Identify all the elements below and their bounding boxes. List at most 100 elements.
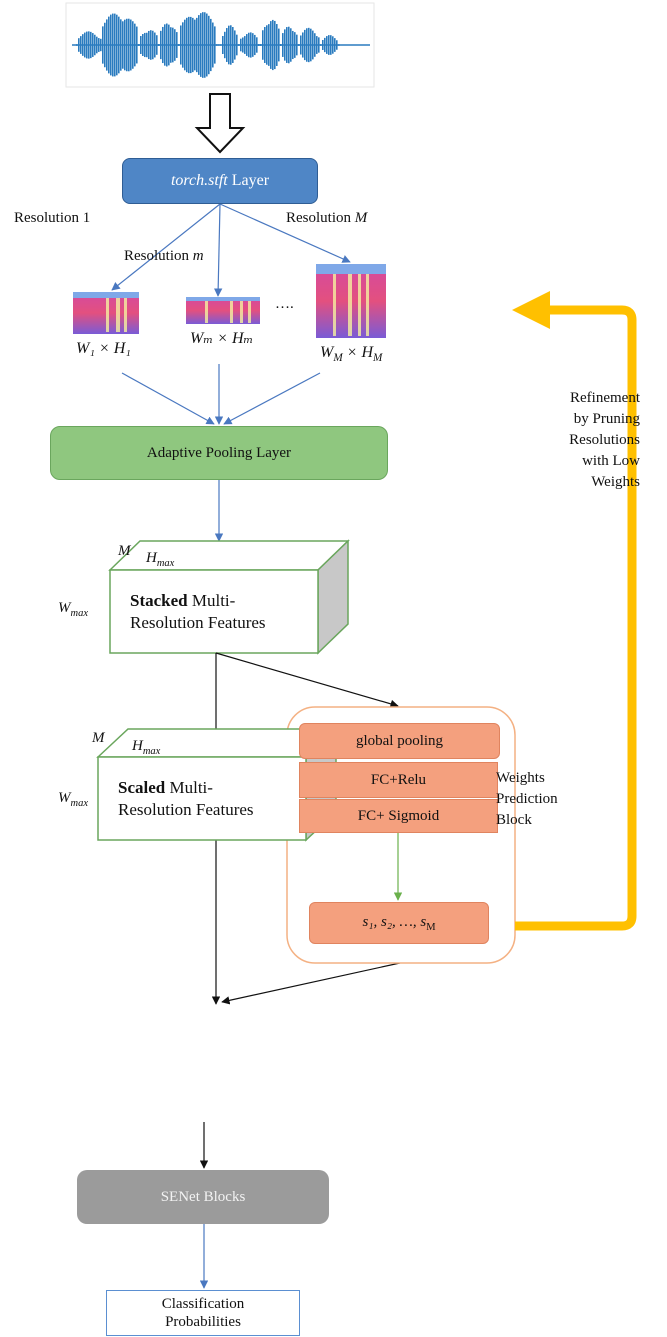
waveform-bar: [152, 30, 154, 60]
waveform-bar: [300, 35, 302, 55]
waveform-bar: [220, 44, 222, 46]
senet-blocks-box: SENet Blocks: [77, 1170, 329, 1224]
waveform-bar: [320, 44, 322, 46]
waveform-bar: [188, 16, 190, 74]
waveform-bar: [118, 16, 120, 74]
waveform-bar: [218, 44, 220, 46]
waveform-bar: [266, 25, 268, 65]
waveform-bar: [254, 34, 256, 56]
waveform-bar: [150, 30, 152, 60]
spectrogram-M-size-label: WM × HM: [320, 344, 383, 365]
waveform-bar: [128, 18, 130, 72]
waveform-bar: [122, 21, 124, 69]
waveform-bar: [200, 13, 202, 77]
waveform-bar: [328, 35, 330, 55]
waveform-bar: [252, 33, 254, 57]
waveform-bar: [290, 28, 292, 62]
waveform-bar: [140, 36, 142, 54]
waveform-bar: [224, 31, 226, 59]
waveform-bar: [206, 13, 208, 77]
waveform-bar: [184, 19, 186, 71]
waveform-bar: [302, 32, 304, 58]
waveform-bar: [216, 44, 218, 46]
waveform-bar: [174, 29, 176, 61]
waveform-bar: [196, 17, 198, 73]
waveform-bar: [292, 30, 294, 60]
waveform-bar: [84, 32, 86, 58]
waveform-bar: [86, 31, 88, 59]
fc-relu-box: FC+Relu: [299, 762, 498, 798]
pooling-input-arrows: [121, 364, 321, 542]
waveform-bar: [90, 31, 92, 59]
waveform-bar: [78, 38, 80, 52]
waveform-bar: [166, 23, 168, 67]
waveform-bar: [134, 23, 136, 67]
waveform-bar: [280, 44, 282, 46]
stft-layer-box: torch.stft Layer: [122, 158, 318, 204]
waveform-bar: [208, 15, 210, 75]
waveform-bar: [278, 28, 280, 62]
waveform-bar: [262, 30, 264, 60]
waveform-bar: [228, 25, 230, 65]
waveform-bar: [322, 40, 324, 50]
waveform-bar: [336, 40, 338, 50]
waveform-bar: [202, 12, 204, 78]
stacked-hmax-label: Hmax: [146, 550, 175, 569]
waveform-bar: [108, 16, 110, 74]
waveform-bar: [194, 19, 196, 71]
waveform-bar: [120, 19, 122, 71]
spectrogram-1: [73, 292, 139, 334]
stft-resolution-arrows: [111, 203, 351, 297]
waveform-bar: [240, 38, 242, 52]
global-pooling-box: global pooling: [299, 723, 500, 759]
waveform-bar: [234, 30, 236, 60]
scaled-wmax-label: Wmax: [58, 790, 88, 809]
waveform-bar: [192, 17, 194, 73]
waveform-bar: [96, 36, 98, 54]
waveform-bar: [94, 34, 96, 56]
waveform-bar: [136, 26, 138, 64]
waveform-bar: [198, 15, 200, 75]
waveform-bar: [114, 13, 116, 77]
waveform-bar: [272, 19, 274, 71]
waveform-bar: [132, 21, 134, 69]
waveform-bar: [164, 24, 166, 66]
waveform-bar: [318, 37, 320, 53]
waveform-bar: [126, 18, 128, 72]
spectrogram-m: [186, 297, 260, 324]
waveform-bar: [264, 27, 266, 63]
waveform-bar: [158, 44, 160, 46]
waveform-bar: [268, 24, 270, 66]
hollow-down-arrow: [194, 93, 246, 154]
waveform-bar: [294, 32, 296, 58]
waveform-bar: [106, 19, 108, 71]
waveform-bar: [124, 19, 126, 71]
waveform-bar: [210, 18, 212, 72]
waveform-bar: [312, 30, 314, 60]
waveform-bar: [222, 35, 224, 55]
waveform-bar: [180, 25, 182, 65]
waveform-bar: [178, 44, 180, 46]
waveform-bar: [324, 37, 326, 53]
waveform-bar: [334, 38, 336, 52]
waveform-bar: [236, 34, 238, 56]
waveform-bar: [102, 26, 104, 64]
waveform-bar: [316, 36, 318, 54]
waveform-bar: [112, 13, 114, 77]
waveform-bar: [162, 26, 164, 64]
scaled-hmax-label: Hmax: [132, 738, 161, 757]
waveform-bar: [288, 26, 290, 64]
stft-name: torch.stft: [170, 172, 228, 189]
waveform-bar: [148, 30, 150, 60]
stacked-wmax-label: Wmax: [58, 600, 88, 619]
waveform-bar: [172, 27, 174, 63]
spectrogram-1-size-label: W₁ × H₁: [76, 340, 131, 357]
waveform-bar: [98, 38, 100, 52]
stacked-features-cuboid: [108, 539, 350, 655]
waveform-bar: [182, 22, 184, 68]
waveform-bar: [296, 34, 298, 56]
waveform-bar: [230, 25, 232, 65]
waveform-image: [65, 2, 375, 88]
spectrogram-M: [316, 264, 386, 338]
waveform-bar: [248, 32, 250, 58]
